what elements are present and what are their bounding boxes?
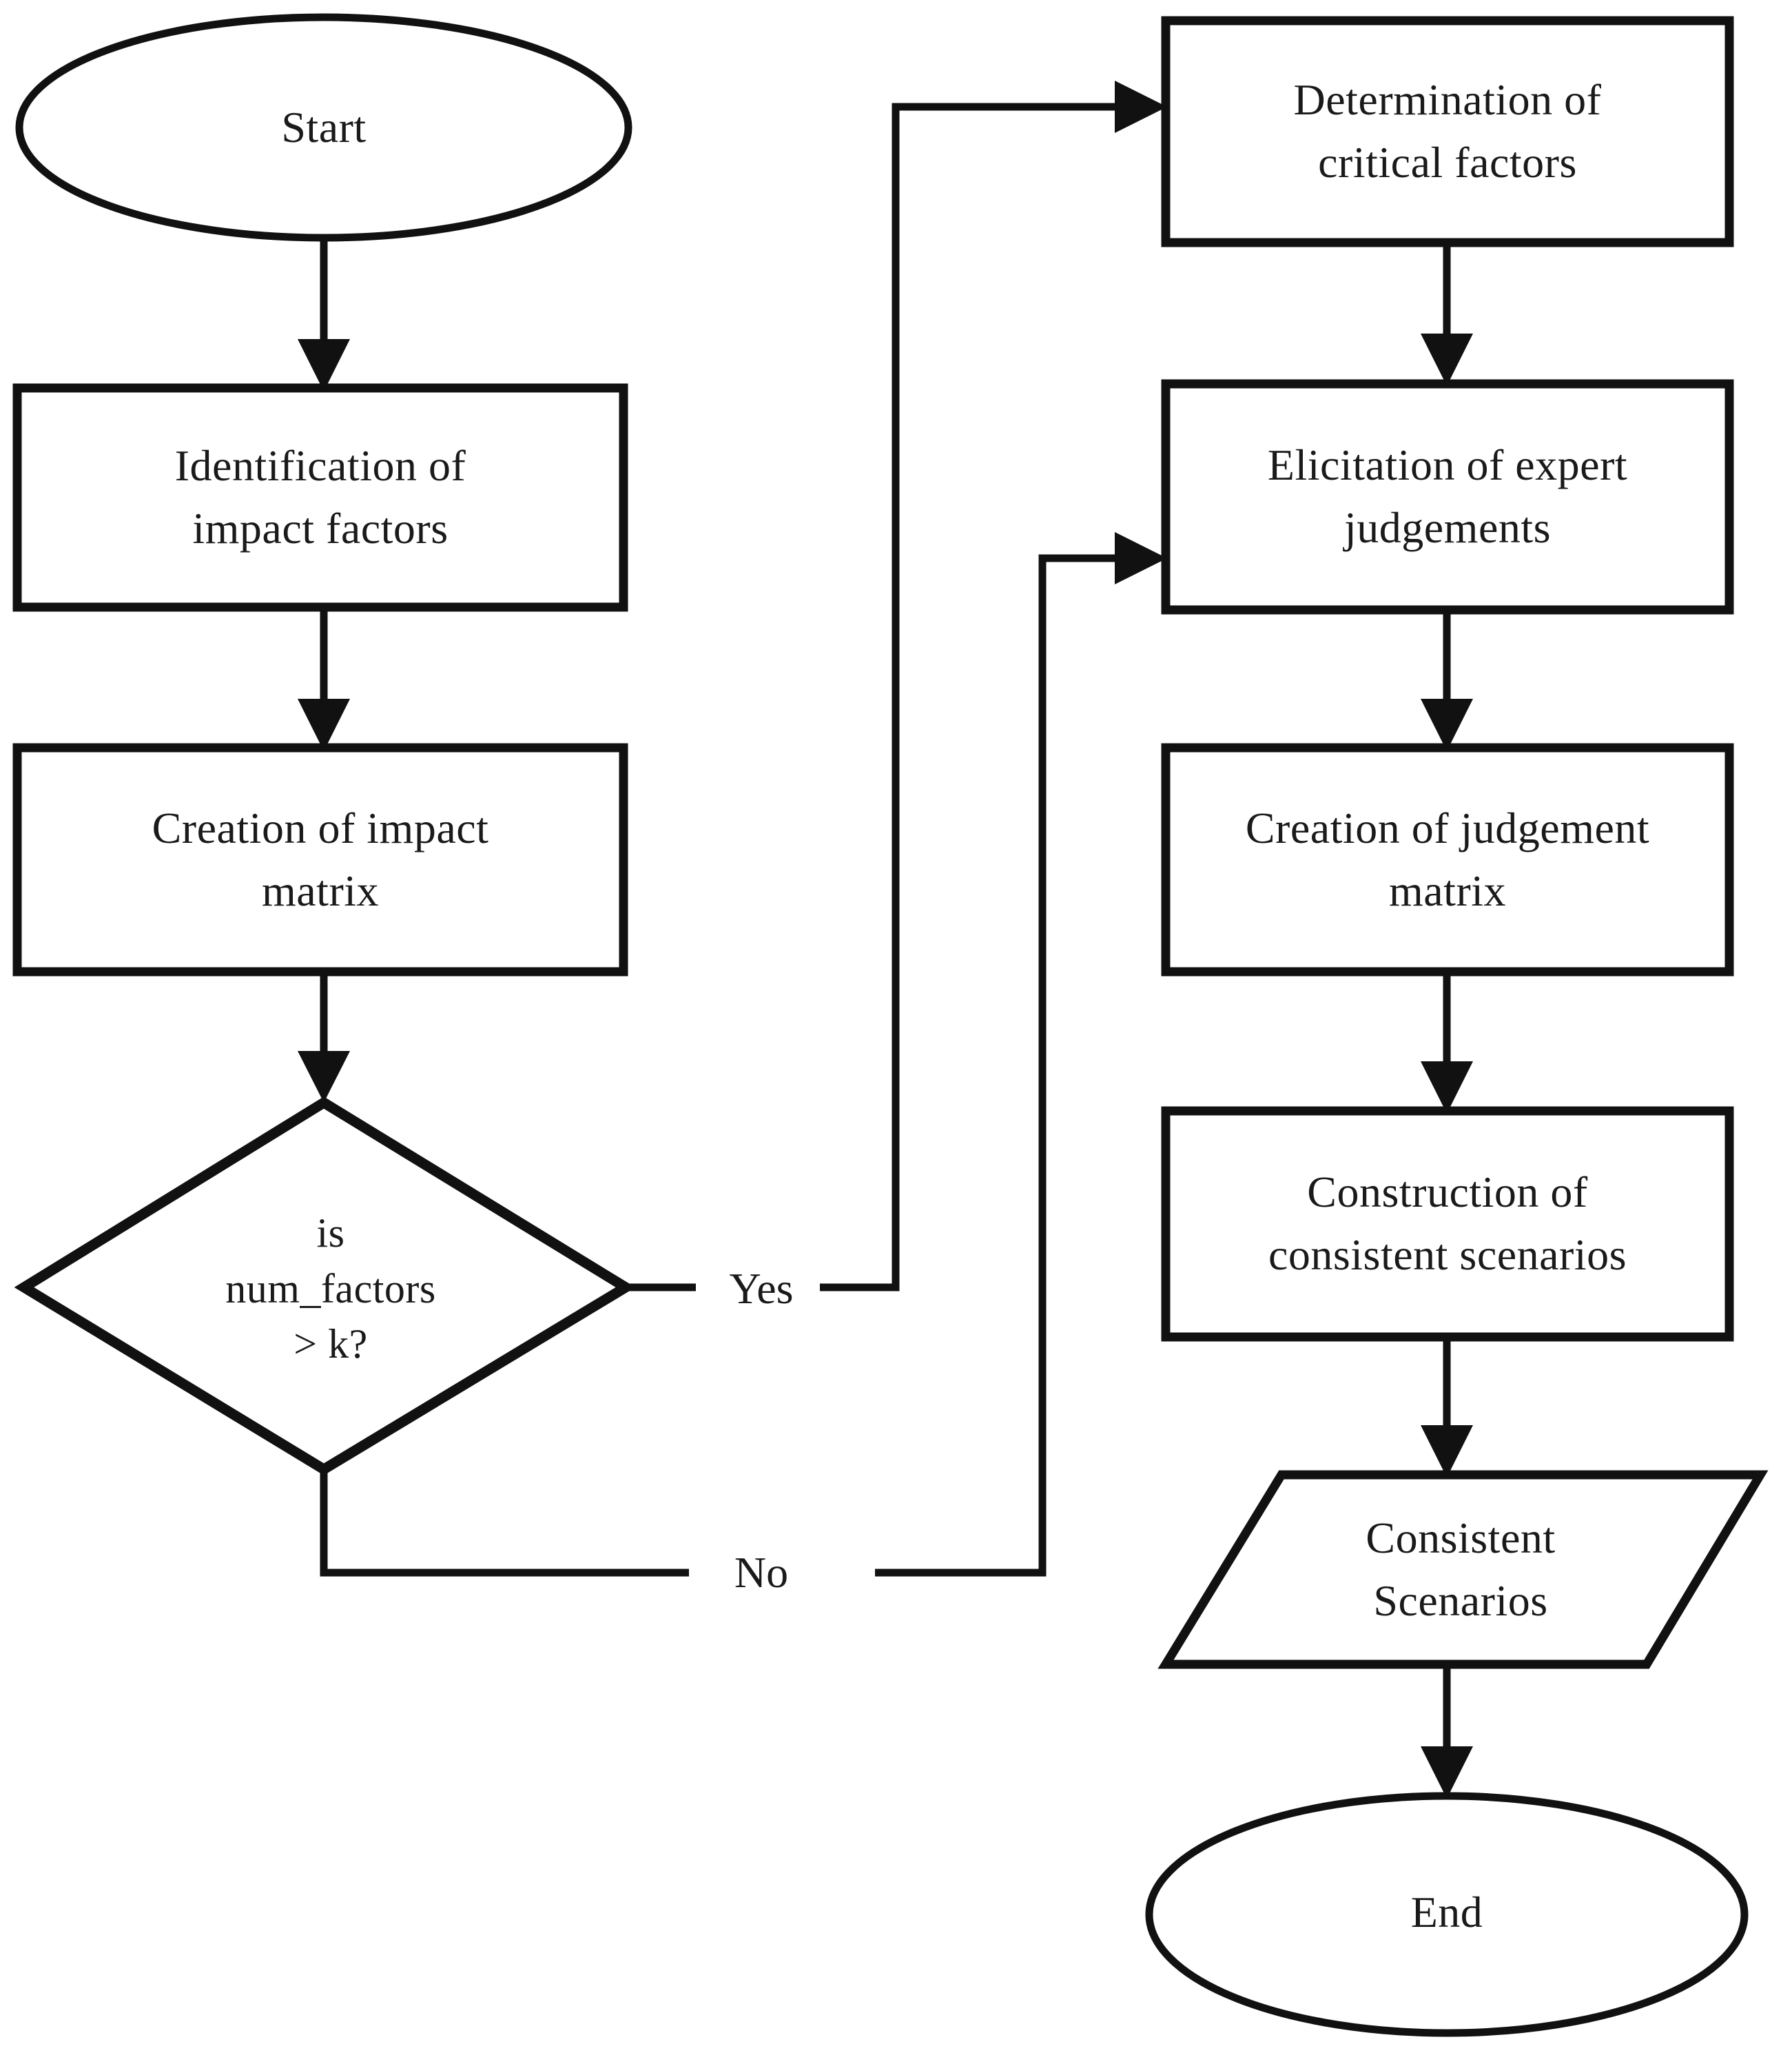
node-shape-start[interactable] [15, 13, 632, 242]
node-shape-decision[interactable] [14, 1096, 636, 1475]
node-shape-judge-matrix[interactable] [1161, 743, 1734, 977]
arrow-head-icon [298, 699, 350, 751]
node-shape-end[interactable] [1145, 1792, 1749, 2037]
edge-label-yes: Yes [729, 1264, 794, 1313]
edge-decision-no-stub [320, 1469, 689, 1577]
arrow-head-icon [1421, 699, 1473, 751]
node-shape-critical[interactable] [1161, 16, 1734, 247]
arrow-head-icon [298, 339, 350, 391]
edge-decision-to-elicitation [875, 532, 1167, 1577]
edge-construction-to-output [1421, 1337, 1473, 1478]
node-shape-elicitation[interactable] [1161, 379, 1734, 615]
edge-start-to-identify [298, 238, 350, 391]
edge-judge-matrix-to-construction [1421, 972, 1473, 1114]
arrow-head-icon [1421, 1425, 1473, 1478]
edge-critical-to-elicitation [1421, 243, 1473, 386]
edge-label-no: No [734, 1548, 789, 1597]
arrow-head-icon [1115, 81, 1167, 133]
node-shape-identify[interactable] [12, 383, 628, 612]
edge-elicitation-to-judge-matrix [1421, 610, 1473, 751]
edge-decision-to-critical [820, 81, 1167, 1291]
node-shape-construction[interactable] [1161, 1106, 1734, 1342]
edge-impact-matrix-to-decision [298, 972, 350, 1103]
node-shape-output[interactable] [1157, 1470, 1769, 1669]
arrow-head-icon [1421, 1061, 1473, 1114]
arrow-head-icon [298, 1051, 350, 1103]
arrow-head-icon [1115, 532, 1167, 584]
edge-output-to-end [1421, 1664, 1473, 1799]
arrow-head-icon [1421, 1746, 1473, 1799]
node-shape-impact-matrix[interactable] [12, 743, 628, 977]
arrow-head-icon [1421, 334, 1473, 386]
edge-identify-to-impact-matrix [298, 607, 350, 751]
